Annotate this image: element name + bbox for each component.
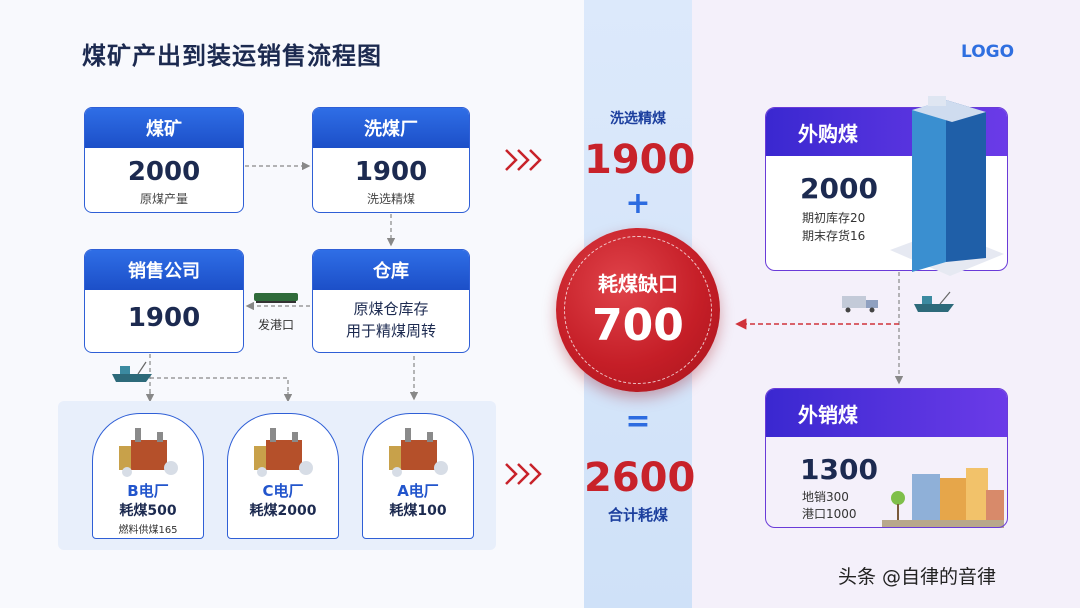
logo: LOGO (961, 42, 1015, 62)
external-sales-value: 1300 (800, 453, 878, 486)
mid-top-value: 1900 (584, 137, 696, 183)
warehouse-label: 仓库 (313, 250, 469, 290)
mine-value: 2000 (127, 157, 201, 187)
sales-value: 1900 (127, 303, 201, 333)
plant-b-name: B电厂 (127, 482, 169, 500)
circle-value: 700 (592, 300, 684, 351)
external-sales-box: 外销煤 1300 地销300 港口1000 (765, 388, 1008, 528)
train-icon (254, 293, 298, 303)
truck-icon (842, 296, 878, 313)
port-label: 发港口 (258, 318, 295, 332)
plus-sign: + (625, 186, 651, 221)
circle-label: 耗煤缺口 (598, 272, 678, 296)
mine-sub: 原煤产量 (139, 192, 188, 206)
mid-bottom-value: 2600 (584, 455, 696, 501)
plant-a-name: A电厂 (397, 482, 439, 500)
warehouse-line2: 用于精煤周转 (345, 322, 436, 340)
mine-label: 煤矿 (85, 108, 243, 148)
right-panel-bg (692, 0, 1080, 608)
warehouse-line1: 原煤仓库存 (353, 300, 429, 318)
ship-icon (112, 361, 152, 382)
external-sales-label: 外销煤 (766, 389, 1007, 437)
sales-company-box: 销售公司 1900 (84, 249, 244, 353)
mine-box: 煤矿 2000 原煤产量 (84, 107, 244, 213)
purchase-line1: 期初库存20 (802, 211, 866, 225)
warehouse-box: 仓库 原煤仓库存 用于精煤周转 (312, 249, 470, 353)
plant-a: A电厂 耗煤100 (362, 413, 474, 539)
watermark: 头条 @自律的音律 (838, 566, 997, 588)
coal-gap-circle: 耗煤缺口 700 (556, 228, 720, 392)
chevron-icon-top (505, 149, 542, 171)
sales-to-plants-arrows (149, 354, 289, 398)
equals-sign: = (625, 404, 651, 439)
chevron-icon-bottom (505, 463, 542, 485)
external-sales-line1: 地销300 (802, 490, 849, 504)
ship-icon-right (914, 291, 954, 312)
plant-c: C电厂 耗煤2000 (227, 413, 339, 539)
sales-label: 销售公司 (85, 250, 243, 290)
purchase-label: 外购煤 (766, 108, 1007, 156)
plant-b-consume: 耗煤500 (119, 503, 177, 519)
wash-plant-box: 洗煤厂 1900 洗选精煤 (312, 107, 470, 213)
plant-b-fuel: 燃料供煤165 (118, 525, 178, 536)
purchase-value: 2000 (800, 172, 878, 205)
wash-value: 1900 (354, 157, 428, 187)
wash-sub: 洗选精煤 (366, 192, 415, 206)
power-plant-icon (389, 428, 448, 477)
plant-c-consume: 耗煤2000 (249, 503, 317, 519)
mid-top-label: 洗选精煤 (610, 111, 666, 127)
purchase-box: 外购煤 2000 期初库存20 期末存货16 (765, 107, 1008, 271)
page-title: 煤矿产出到装运销售流程图 (82, 42, 382, 70)
purchase-line2: 期末存货16 (802, 229, 866, 243)
plant-a-consume: 耗煤100 (389, 503, 447, 519)
power-plant-icon (254, 428, 313, 477)
mid-bottom-label: 合计耗煤 (607, 506, 668, 524)
circle-dashed-ring (564, 236, 712, 384)
plant-b: B电厂 耗煤500 燃料供煤165 (92, 413, 204, 539)
external-sales-line2: 港口1000 (802, 507, 857, 521)
wash-label: 洗煤厂 (313, 108, 469, 148)
plant-c-name: C电厂 (262, 482, 304, 500)
power-plant-icon (119, 428, 178, 477)
